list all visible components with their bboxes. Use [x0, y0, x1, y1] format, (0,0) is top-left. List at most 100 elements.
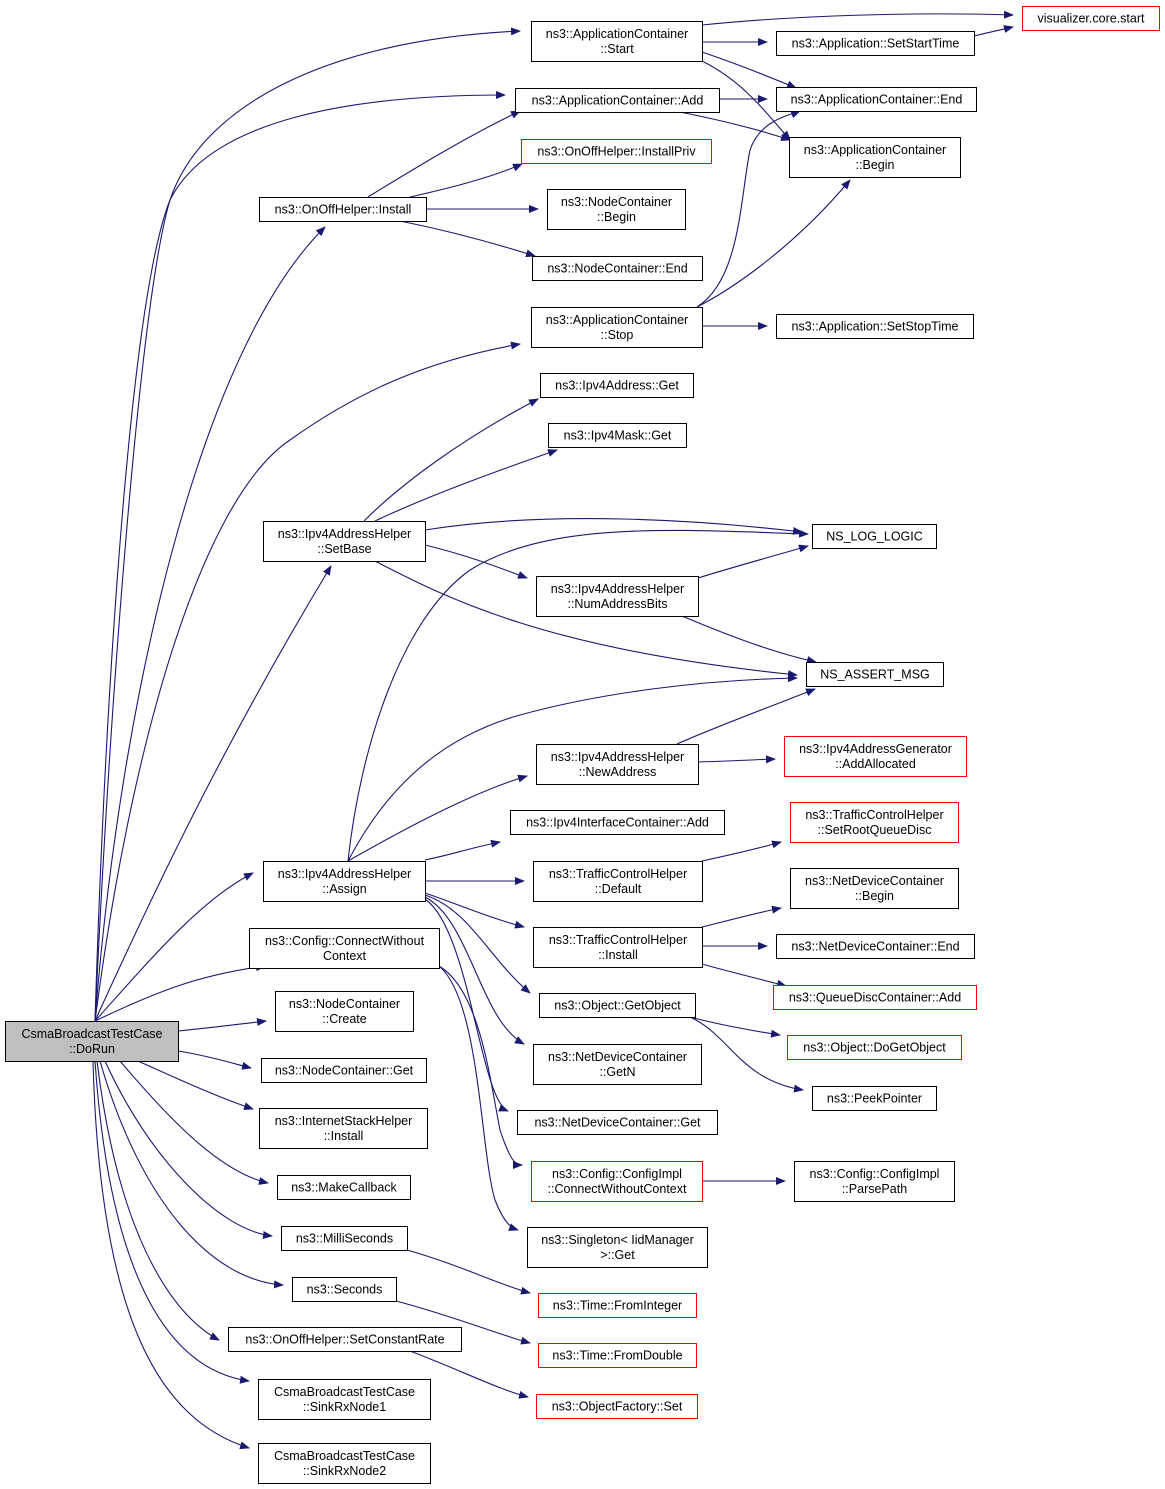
node-getobject[interactable]: ns3::Object::GetObject — [539, 993, 696, 1018]
node-label: ns3::Config::ConfigImpl — [552, 1167, 682, 1181]
node-label: ns3::Object::DoGetObject — [803, 1041, 946, 1055]
node-ndc-end[interactable]: ns3::NetDeviceContainer::End — [776, 934, 975, 959]
node-app-start[interactable]: ns3::ApplicationContainer::Start — [531, 21, 703, 62]
node-label: ::SetBase — [317, 542, 371, 556]
node-box — [776, 87, 977, 112]
call-edge — [424, 892, 525, 929]
node-singleton-get[interactable]: ns3::Singleton< IidManager >::Get — [527, 1227, 708, 1268]
node-box — [531, 307, 703, 348]
call-edges — [92, 10, 1014, 1450]
node-ns-assert-msg[interactable]: NS_ASSERT_MSG — [806, 662, 944, 687]
node-label: ns3::Ipv4AddressHelper — [278, 527, 411, 541]
node-nodec-begin[interactable]: ns3::NodeContainer::Begin — [547, 189, 686, 230]
node-label: ns3::NodeContainer::End — [547, 262, 687, 276]
node-box — [806, 662, 944, 687]
node-milliseconds[interactable]: ns3::MilliSeconds — [281, 1226, 408, 1251]
call-edge — [137, 1060, 254, 1110]
node-ndc-get[interactable]: ns3::NetDeviceContainer::Get — [517, 1110, 718, 1135]
node-label: ns3::Ipv4AddressHelper — [278, 867, 411, 881]
call-edge — [347, 529, 809, 862]
node-label: ns3::InternetStackHelper — [275, 1114, 413, 1128]
call-edge — [701, 10, 1014, 26]
node-addrgen-addalloc[interactable]: ns3::Ipv4AddressGenerator::AddAllocated — [784, 736, 967, 777]
node-label: ns3::Time::FromDouble — [552, 1349, 682, 1363]
call-edge — [347, 674, 798, 862]
node-label: NS_LOG_LOGIC — [826, 530, 923, 544]
call-edge — [94, 963, 266, 1022]
call-edge — [374, 449, 558, 522]
node-configimpl-parse[interactable]: ns3::Config::ConfigImpl::ParsePath — [794, 1161, 955, 1202]
node-label: ns3::NetDeviceContainer::Get — [534, 1116, 701, 1130]
node-vis-start[interactable]: visualizer.core.start — [1022, 6, 1160, 31]
node-ndc-begin[interactable]: ns3::NetDeviceContainer::Begin — [790, 868, 959, 909]
node-app-add[interactable]: ns3::ApplicationContainer::Add — [515, 88, 720, 113]
node-box — [776, 31, 975, 56]
node-newaddress[interactable]: ns3::Ipv4AddressHelper::NewAddress — [536, 744, 699, 785]
node-numaddrbits[interactable]: ns3::Ipv4AddressHelper::NumAddressBits — [536, 576, 699, 617]
call-edge — [679, 111, 791, 141]
node-label: ns3::NetDeviceContainer — [805, 874, 944, 888]
node-label: ns3::ApplicationContainer::End — [791, 93, 963, 107]
node-label: CsmaBroadcastTestCase — [274, 1449, 415, 1463]
node-configimpl-connect[interactable]: ns3::Config::ConfigImpl::ConnectWithoutC… — [531, 1161, 703, 1202]
node-app-setstoptime[interactable]: ns3::Application::SetStopTime — [776, 314, 974, 339]
node-tch-install[interactable]: ns3::TrafficControlHelper::Install — [533, 927, 703, 968]
node-box — [538, 1343, 697, 1368]
call-edge — [438, 965, 523, 1169]
call-edge — [177, 1018, 267, 1032]
node-ipv4if-add[interactable]: ns3::Ipv4InterfaceContainer::Add — [510, 810, 725, 835]
node-ipv4addr-get[interactable]: ns3::Ipv4Address::Get — [540, 373, 694, 398]
node-obj-dogetobject[interactable]: ns3::Object::DoGetObject — [787, 1035, 962, 1060]
node-box — [548, 423, 687, 448]
node-label: ::GetN — [599, 1065, 635, 1079]
node-qdc-add[interactable]: ns3::QueueDiscContainer::Add — [773, 985, 977, 1010]
node-objfactory-set[interactable]: ns3::ObjectFactory::Set — [536, 1394, 698, 1419]
node-label: ns3::Ipv4InterfaceContainer::Add — [526, 816, 709, 830]
node-sinkrx1[interactable]: CsmaBroadcastTestCase::SinkRxNode1 — [258, 1379, 431, 1420]
node-installpriv[interactable]: ns3::OnOffHelper::InstallPriv — [521, 139, 712, 164]
node-box — [536, 744, 699, 785]
node-box — [531, 1161, 703, 1202]
node-nodec-create[interactable]: ns3::NodeContainer::Create — [275, 991, 414, 1032]
node-box — [533, 861, 703, 902]
node-onoff-install[interactable]: ns3::OnOffHelper::Install — [259, 197, 427, 222]
node-time-fromint[interactable]: ns3::Time::FromInteger — [538, 1293, 697, 1318]
node-time-fromdouble[interactable]: ns3::Time::FromDouble — [538, 1343, 697, 1368]
node-inet-install[interactable]: ns3::InternetStackHelper::Install — [259, 1108, 428, 1149]
node-app-setstarttime[interactable]: ns3::Application::SetStartTime — [776, 31, 975, 56]
node-app-end[interactable]: ns3::ApplicationContainer::End — [776, 87, 977, 112]
node-label: ns3::ObjectFactory::Set — [552, 1400, 683, 1414]
node-seconds[interactable]: ns3::Seconds — [292, 1277, 397, 1302]
node-box — [263, 861, 426, 902]
call-edge — [94, 1060, 250, 1384]
node-sinkrx2[interactable]: CsmaBroadcastTestCase::SinkRxNode2 — [258, 1443, 431, 1484]
node-setconstantrate[interactable]: ns3::OnOffHelper::SetConstantRate — [228, 1327, 462, 1352]
node-ipv4helper-setbase[interactable]: ns3::Ipv4AddressHelper::SetBase — [263, 521, 426, 562]
node-ipv4mask-get[interactable]: ns3::Ipv4Mask::Get — [548, 423, 687, 448]
node-nodec-end[interactable]: ns3::NodeContainer::End — [532, 256, 703, 281]
node-label: ns3::Config::ConnectWithout — [265, 934, 425, 948]
call-edge — [94, 27, 521, 1022]
node-ndc-getn[interactable]: ns3::NetDeviceContainer::GetN — [533, 1044, 702, 1085]
node-box — [259, 1108, 428, 1149]
node-label: ::Assign — [322, 882, 367, 896]
node-ipv4helper-assign[interactable]: ns3::Ipv4AddressHelper::Assign — [263, 861, 426, 902]
call-edge — [367, 110, 521, 198]
node-nodec-get[interactable]: ns3::NodeContainer::Get — [261, 1058, 427, 1083]
node-box — [531, 21, 703, 62]
node-dorun[interactable]: CsmaBroadcastTestCase::DoRun — [5, 1021, 179, 1062]
node-app-begin[interactable]: ns3::ApplicationContainer::Begin — [789, 137, 961, 178]
node-box — [261, 1058, 427, 1083]
node-tch-default[interactable]: ns3::TrafficControlHelper::Default — [533, 861, 703, 902]
node-box — [515, 88, 720, 113]
call-edge — [406, 1249, 531, 1295]
node-label: ::Begin — [597, 210, 636, 224]
node-ns-log-logic[interactable]: NS_LOG_LOGIC — [812, 524, 937, 549]
node-peekpointer[interactable]: ns3::PeekPointer — [812, 1086, 937, 1111]
node-box — [787, 1035, 962, 1060]
node-config-connect[interactable]: ns3::Config::ConnectWithoutContext — [249, 928, 440, 969]
node-box — [533, 927, 703, 968]
node-tch-setroot[interactable]: ns3::TrafficControlHelper::SetRootQueueD… — [790, 802, 959, 843]
node-app-stop[interactable]: ns3::ApplicationContainer::Stop — [531, 307, 703, 348]
node-makecallback[interactable]: ns3::MakeCallback — [277, 1175, 411, 1200]
